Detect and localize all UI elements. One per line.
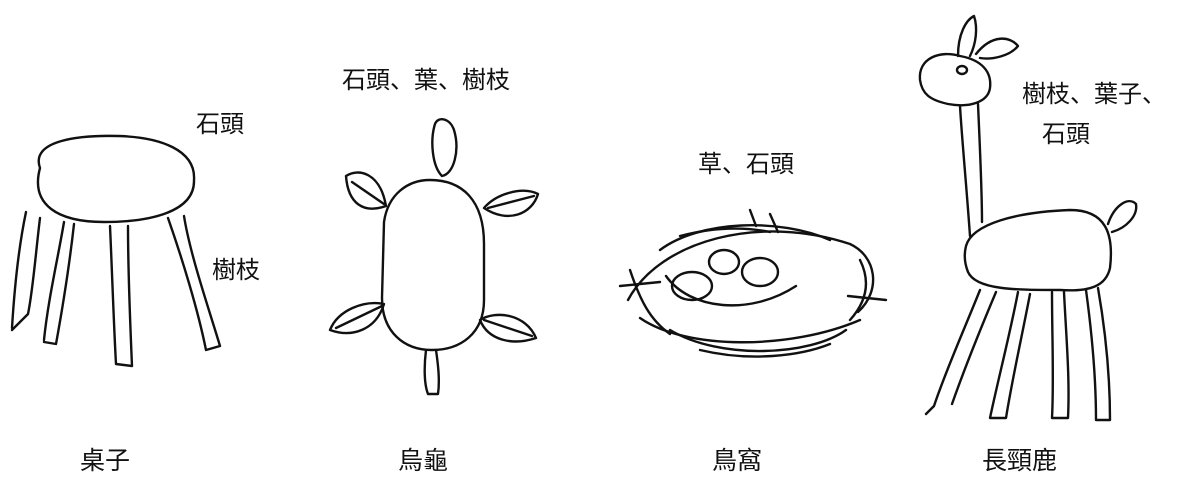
drawing-table: 石頭 樹枝 桌子 [0,0,300,484]
giraffe-ear-right [974,37,1020,60]
giraffe-eye [955,64,969,76]
giraffe-ear-left [956,14,978,58]
nest-stone-2 [707,248,741,276]
drawing-nest: 草、石頭 鳥窩 [600,0,900,484]
nest-grass-3 [658,224,848,353]
material-label-stone: 石頭 [196,110,244,138]
giraffe-body [963,208,1113,292]
nest-grass-5 [678,227,832,358]
drawing-title-giraffe: 長頸鹿 [982,446,1058,475]
nest-grass-6 [618,208,888,302]
material-label-turtle: 石頭、葉、樹枝 [342,66,510,94]
giraffe-head [918,52,992,107]
material-label-branch: 樹枝 [212,256,260,284]
drawing-title-table: 桌子 [80,446,131,475]
drawing-turtle: 石頭、葉、樹枝 烏龜 [300,0,600,484]
nest-grass-4 [628,258,868,336]
table-top-stone [36,134,196,224]
turtle-shell [380,178,486,352]
turtle-tail [423,348,441,396]
material-label-giraffe-line1: 樹枝、葉子、 [1022,80,1166,108]
drawing-giraffe: 樹枝、葉子、 石頭 長頸鹿 [900,0,1192,484]
table-leg-4 [166,214,222,352]
giraffe-leg-3 [1050,290,1070,420]
giraffe-leg-2 [988,290,1032,420]
table-leg-2 [42,220,76,346]
giraffe-neck [958,102,984,238]
leaf-bottom-right [478,313,538,343]
drawing-title-turtle: 烏龜 [398,446,449,475]
leaf-top-right [482,189,540,218]
giraffe-leg-1 [924,288,998,416]
giraffe-tail [1106,200,1138,234]
nest-grass-1 [626,230,875,314]
material-label-giraffe-line2: 石頭 [1042,120,1090,148]
nest-sketch [618,208,888,358]
turtle-sketch [328,118,540,396]
giraffe-sketch [918,14,1138,422]
nest-stone-1 [670,270,714,302]
nest-inner-curve [664,274,798,307]
drawing-title-nest: 鳥窩 [712,446,763,475]
nest-grass-2 [638,316,862,344]
nest-stone-3 [740,256,780,288]
table-leg-3 [108,224,134,368]
giraffe-leg-4 [1084,286,1112,422]
table-leg-1 [10,210,42,332]
table-sketch [10,134,222,368]
leaf-top-left [344,171,388,210]
leaf-bottom-left [328,301,386,335]
material-label-nest: 草、石頭 [698,150,794,178]
turtle-head [431,118,458,178]
